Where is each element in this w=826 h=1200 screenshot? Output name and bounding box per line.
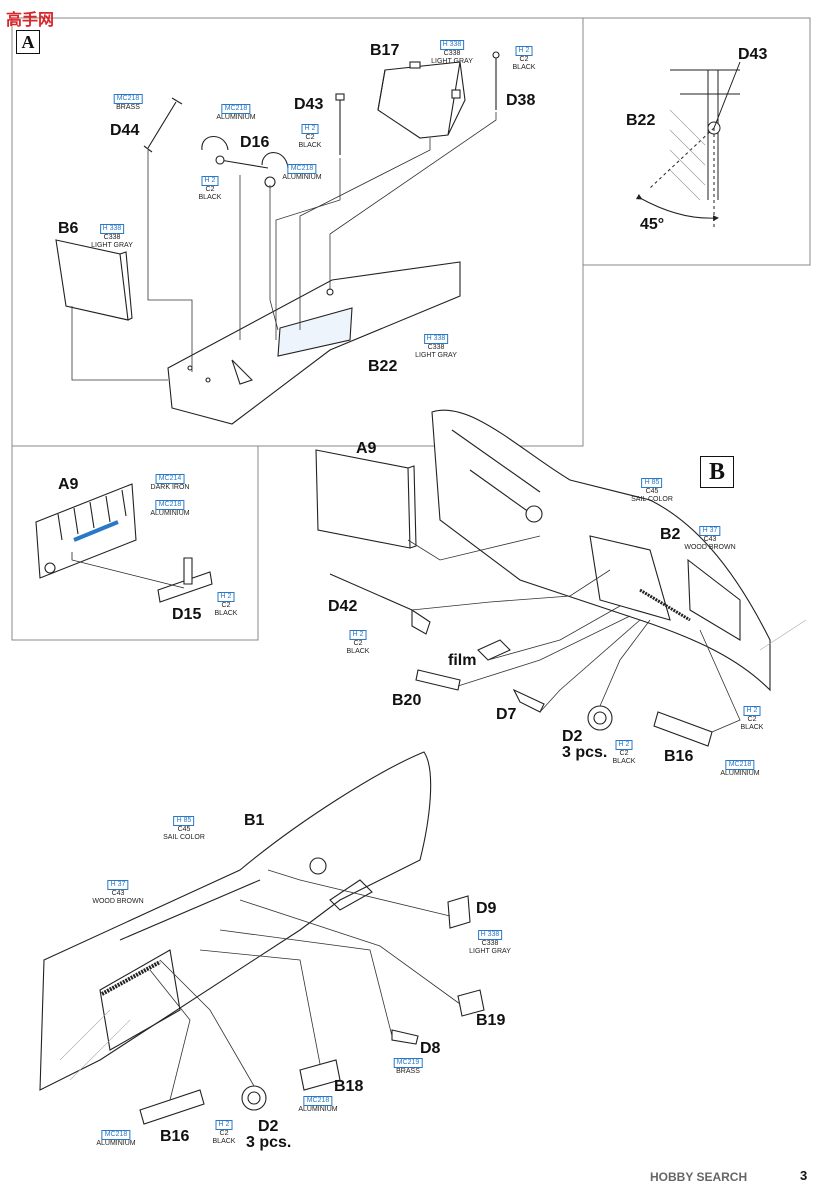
- label-d15: D15: [172, 606, 202, 623]
- part-d15: [157, 571, 213, 603]
- part-b16-bottom: [139, 1089, 205, 1125]
- label-d44: D44: [110, 122, 140, 139]
- part-b2: [431, 409, 771, 692]
- step-b1-parts: [39, 751, 485, 1125]
- part-d7: [512, 688, 545, 713]
- label-d43: D43: [294, 96, 324, 113]
- label-a9-small: A9: [58, 476, 79, 493]
- part-film: [477, 639, 511, 661]
- page-number: 3: [800, 1168, 808, 1183]
- label-d43-detail: D43: [738, 46, 768, 63]
- detail-view: [635, 61, 741, 230]
- part-b17: [377, 61, 466, 139]
- part-b19: [457, 989, 485, 1017]
- label-b16-top: B16: [664, 748, 694, 765]
- label-b22: B22: [368, 358, 398, 375]
- label-b18: B18: [334, 1078, 364, 1095]
- label-d38: D38: [506, 92, 536, 109]
- label-d9: D9: [476, 900, 497, 917]
- step-a-leaders: [71, 112, 497, 381]
- label-b20: B20: [392, 692, 422, 709]
- sub-box-parts: [35, 483, 213, 603]
- label-d2-bottom-qty: 3 pcs.: [246, 1134, 292, 1151]
- detail-frame: [583, 17, 811, 266]
- part-b20: [415, 669, 461, 691]
- label-d2-top-qty: 3 pcs.: [562, 744, 608, 761]
- label-d42: D42: [328, 598, 358, 615]
- label-d7: D7: [496, 706, 517, 723]
- part-a9-small: [35, 483, 137, 579]
- part-d8: [391, 1029, 419, 1045]
- step-b-parts: [315, 409, 771, 747]
- step-a-frame: [11, 17, 584, 447]
- part-b1: [39, 751, 432, 1091]
- step-b1-leaders: [149, 869, 461, 1101]
- watermark-top: 高手网: [6, 12, 55, 29]
- label-b16-bottom: B16: [160, 1128, 190, 1145]
- step-b-marker: B: [700, 456, 734, 488]
- label-a9-large: A9: [356, 440, 377, 457]
- detail-hatch: [669, 109, 706, 201]
- label-b19: B19: [476, 1012, 506, 1029]
- part-b16-top: [653, 711, 713, 747]
- part-d44: [143, 97, 183, 153]
- sub-box-frame: [11, 446, 259, 641]
- step-a-parts: [55, 51, 500, 425]
- label-d2-bottom: D2: [258, 1118, 279, 1135]
- label-film: film: [448, 652, 477, 669]
- label-b6: B6: [58, 220, 79, 237]
- label-d8: D8: [420, 1040, 441, 1057]
- step-a-marker: A: [16, 30, 40, 54]
- part-d9: [447, 895, 471, 929]
- label-angle: 45°: [640, 216, 665, 233]
- label-b2: B2: [660, 526, 681, 543]
- watermark-bottom: HOBBY SEARCH: [650, 1170, 748, 1184]
- step-b-leaders: [407, 535, 741, 733]
- label-b1: B1: [244, 812, 265, 829]
- part-b6: [55, 239, 129, 321]
- break-lines: [59, 619, 807, 1081]
- part-d42: [329, 573, 431, 635]
- label-b17: B17: [370, 42, 400, 59]
- part-d16: [201, 135, 289, 169]
- part-a9-large: [315, 449, 411, 549]
- label-d2-top: D2: [562, 728, 583, 745]
- part-b18: [299, 1059, 341, 1091]
- label-d16: D16: [240, 134, 270, 151]
- label-b22-detail: B22: [626, 112, 656, 129]
